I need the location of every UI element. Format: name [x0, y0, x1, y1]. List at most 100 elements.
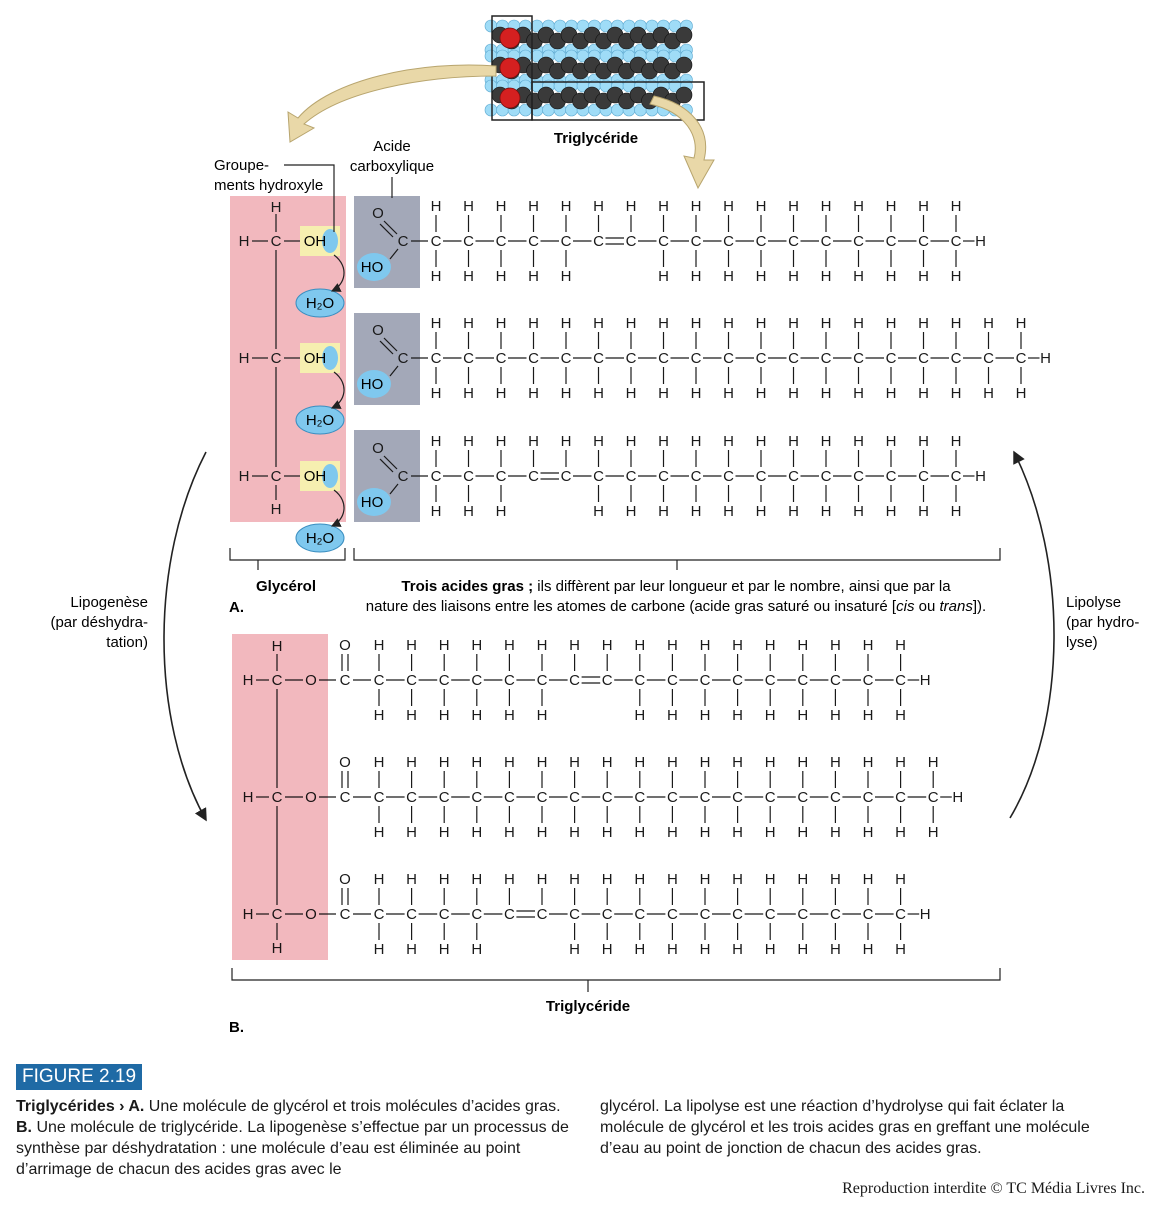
- atom-O: O: [339, 871, 351, 888]
- atom-H: H: [830, 637, 841, 654]
- atom-C: C: [983, 350, 994, 367]
- atom-H: H: [239, 350, 250, 367]
- atom-C: C: [667, 789, 678, 806]
- atom-H: H: [634, 754, 645, 771]
- atom-C: C: [700, 789, 711, 806]
- atom-H: H: [756, 268, 767, 285]
- atom-H: H: [496, 198, 507, 215]
- atom-C: C: [658, 468, 669, 485]
- atom-C: C: [537, 672, 548, 689]
- bond: [389, 365, 399, 377]
- atom-C: C: [797, 906, 808, 923]
- atom-H: H: [463, 315, 474, 332]
- atom-H: H: [756, 315, 767, 332]
- oxygen-atom: [499, 27, 521, 49]
- atom-O: O: [372, 322, 384, 339]
- atom-H: H: [406, 871, 417, 888]
- acids-bracket: [353, 548, 1001, 570]
- atom-H: H: [951, 385, 962, 402]
- atom-H: H: [537, 754, 548, 771]
- atom-C: C: [797, 672, 808, 689]
- atom-H: H: [667, 637, 678, 654]
- atom-H: H: [667, 754, 678, 771]
- atom-H: H: [626, 315, 637, 332]
- atom-H: H: [439, 707, 450, 724]
- atom-H: H: [471, 754, 482, 771]
- atom-H: H: [561, 198, 572, 215]
- atom-C: C: [463, 350, 474, 367]
- oxygen-bubble: [322, 464, 338, 488]
- atom-C: C: [658, 233, 669, 250]
- atom-H: H: [626, 433, 637, 450]
- atom-H: H: [1040, 350, 1051, 367]
- atom-C: C: [723, 350, 734, 367]
- atom-H: H: [918, 198, 929, 215]
- atom-H: H: [691, 198, 702, 215]
- atom-C: C: [431, 468, 442, 485]
- atom-H: H: [863, 824, 874, 841]
- atom-O: O: [372, 440, 384, 457]
- atom-O: O: [372, 205, 384, 222]
- atom-C: C: [593, 468, 604, 485]
- figure-number-badge: FIGURE 2.19: [16, 1064, 143, 1090]
- atom-H: H: [788, 385, 799, 402]
- atom-H: H: [983, 315, 994, 332]
- atom-C: C: [537, 906, 548, 923]
- atom-H: H: [975, 468, 986, 485]
- atom-C: C: [406, 672, 417, 689]
- atom-H: H: [496, 315, 507, 332]
- atom-C: C: [569, 906, 580, 923]
- carboxyl-hydroxyl: HO: [361, 376, 384, 393]
- atom-H: H: [691, 433, 702, 450]
- atom-H: H: [537, 871, 548, 888]
- atom-H: H: [895, 754, 906, 771]
- atom-C: C: [398, 468, 409, 485]
- atom-H: H: [765, 707, 776, 724]
- panel-b-marker: B.: [229, 1019, 244, 1036]
- hydroxyl-group: OH: [304, 468, 327, 485]
- atom-H: H: [732, 824, 743, 841]
- atom-H: H: [830, 941, 841, 958]
- atom-H: H: [667, 707, 678, 724]
- panel-b-glycerol-highlight: [232, 634, 328, 960]
- atom-H: H: [756, 433, 767, 450]
- carboxyl-hydroxyl: HO: [361, 494, 384, 511]
- atom-C: C: [732, 672, 743, 689]
- atom-C: C: [928, 789, 939, 806]
- atom-H: H: [439, 941, 450, 958]
- atom-H: H: [863, 871, 874, 888]
- atom-H: H: [271, 501, 282, 518]
- atom-H: H: [463, 268, 474, 285]
- atom-H: H: [723, 198, 734, 215]
- atom-C: C: [756, 233, 767, 250]
- atom-H: H: [886, 503, 897, 520]
- lipolysis-label-1: Lipolyse: [1066, 594, 1121, 611]
- atom-H: H: [626, 503, 637, 520]
- atom-H: H: [667, 824, 678, 841]
- atom-C: C: [431, 350, 442, 367]
- atom-H: H: [374, 754, 385, 771]
- atom-C: C: [528, 468, 539, 485]
- atom-C: C: [398, 233, 409, 250]
- atom-H: H: [626, 198, 637, 215]
- hydroxyl-pointer: [284, 164, 335, 232]
- atom-C: C: [756, 350, 767, 367]
- atom-H: H: [561, 385, 572, 402]
- atom-H: H: [593, 503, 604, 520]
- atom-H: H: [700, 707, 711, 724]
- atom-C: C: [732, 906, 743, 923]
- triglyceride-space-filling-model: [484, 19, 693, 117]
- atom-H: H: [561, 268, 572, 285]
- atom-C: C: [821, 468, 832, 485]
- atom-H: H: [951, 503, 962, 520]
- atom-H: H: [886, 198, 897, 215]
- atom-H: H: [895, 824, 906, 841]
- atom-C: C: [788, 350, 799, 367]
- atom-H: H: [569, 637, 580, 654]
- atom-C: C: [340, 906, 351, 923]
- atom-H: H: [853, 198, 864, 215]
- atom-H: H: [863, 637, 874, 654]
- carbon-atom: [675, 56, 693, 74]
- atom-C: C: [463, 468, 474, 485]
- atom-C: C: [886, 350, 897, 367]
